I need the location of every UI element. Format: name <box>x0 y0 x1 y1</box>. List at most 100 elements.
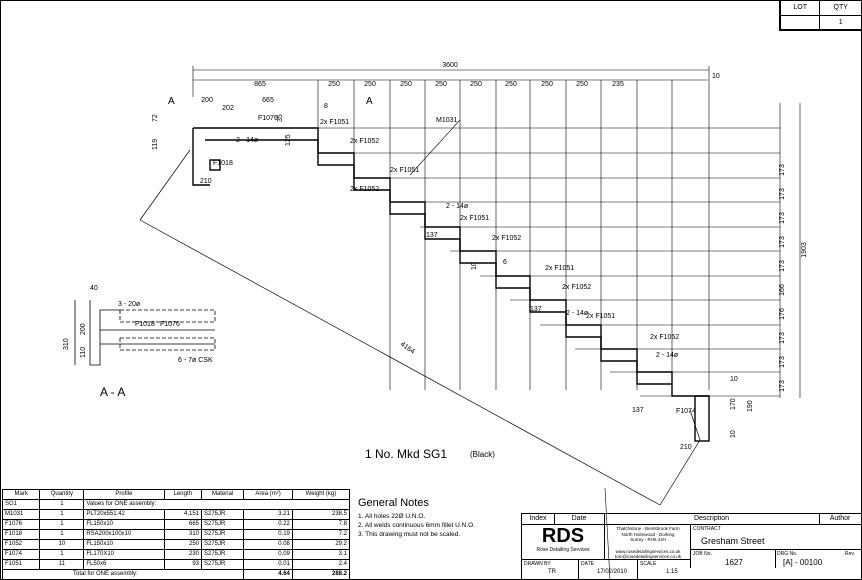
dim-right-3: 173 <box>779 236 786 248</box>
dim-8: 8 <box>324 103 328 110</box>
dim-top-9: 235 <box>612 81 624 88</box>
job-number: 1627 <box>725 558 743 567</box>
bom-cell-profile: FL170X10 <box>83 549 165 560</box>
bom-cell-length: 230 <box>163 549 203 560</box>
bom-cell-mark: F1052 <box>1 539 41 550</box>
table-row: F1052 10 FL150x10 250 S275JR 0.08 29.2 <box>1 539 351 550</box>
label-holes-3: 2 - 14ø <box>566 310 589 317</box>
date-label: DATE <box>581 561 594 567</box>
bom-cell-mark: F1074 <box>1 549 41 560</box>
dim-top-7: 250 <box>541 81 553 88</box>
company-email: tom@rosedetailingservices.co.uk <box>614 554 682 559</box>
label-72: 72 <box>152 114 159 122</box>
dim-right-0: 173 <box>779 164 786 176</box>
section-310: 310 <box>63 338 70 350</box>
contract-label: CONTRACT <box>693 526 721 532</box>
label-f1074: F1074 <box>676 408 696 415</box>
dim-top-3: 250 <box>400 81 412 88</box>
dim-665: 665 <box>262 97 274 104</box>
bom-cell-mark: F1051 <box>1 559 41 570</box>
note-2: 2. All welds continuous 6mm fillet U.N.O… <box>358 522 476 529</box>
dim-right-2: 173 <box>779 212 786 224</box>
bom-cell-area: 3.21 <box>243 509 293 520</box>
dim-rb-1: 170 <box>730 398 737 410</box>
drawing-title: 1 No. Mkd SG1 <box>365 447 447 461</box>
overall-height: 1903 <box>801 242 808 258</box>
bom-cell-length: 310 <box>163 529 203 540</box>
diagonal-dim <box>139 149 701 506</box>
dim-200: 200 <box>201 97 213 104</box>
scale-label: SCALE <box>640 561 657 567</box>
label-137-2: 137 <box>530 306 542 313</box>
bom-cell-material: S275JR <box>200 549 245 560</box>
bom-cell-length: 93 <box>163 559 203 570</box>
dim-right-5: 166 <box>779 284 786 296</box>
address-line-2: North Holmwood - Dorking <box>621 531 675 537</box>
label-m1031: M1031 <box>436 117 458 124</box>
label-f1052-1: 2x F1052 <box>350 138 379 145</box>
bom-cell-area: 0.08 <box>243 539 293 550</box>
bom-total-area: 4.64 <box>243 569 293 580</box>
section-f1076: F1076 <box>160 321 180 328</box>
lot-value <box>779 14 821 30</box>
label-holes-1: 2 - 14ø <box>236 137 259 144</box>
contract-name: Gresham Street <box>701 536 765 546</box>
bom-cell-weight: 238.5 <box>291 509 351 520</box>
bom-h-weight: Weight (kg) <box>291 489 351 500</box>
bom-assembly-text: Values for ONE assembly: <box>83 499 350 510</box>
bom-cell-profile: FL150x10 <box>83 539 165 550</box>
bom-cell-material: S275JR <box>200 509 245 520</box>
bom-h-length: Length <box>163 489 203 500</box>
bom-cell-material: S275JR <box>200 539 245 550</box>
drg-box: DRG No. [A] - 00100 <box>775 550 845 568</box>
dim-202: 202 <box>222 105 234 112</box>
dim-rb-3: 10 <box>730 430 737 438</box>
label-10: 10 <box>471 262 478 270</box>
bom-cell-qty: 1 <box>39 519 85 530</box>
dim-top-10: 10 <box>712 73 720 80</box>
dim-top-5: 250 <box>470 81 482 88</box>
section-view <box>74 300 216 366</box>
label-119: 119 <box>152 139 159 150</box>
date-value: 17/02/2010 <box>597 569 628 575</box>
dimension-texts: 3600 865 250 250 250 250 250 250 250 250… <box>152 62 808 451</box>
bom-h-qty: Quantity <box>39 489 85 500</box>
dim-right-8: 173 <box>779 356 786 368</box>
qty-label: QTY <box>819 0 862 16</box>
bom-cell-weight: 2.4 <box>291 559 351 570</box>
address-line-3: Surrey - RH5 4JH <box>630 537 666 542</box>
bom-total-row: Total for ONE assembly: 4.64 288.2 <box>1 569 351 580</box>
scale-value: 1:15 <box>666 569 678 575</box>
bom-cell-length: 250 <box>163 539 203 550</box>
bom-cell-length: 4,151 <box>163 509 203 520</box>
dim-top-6: 250 <box>505 81 517 88</box>
dim-right-4: 173 <box>779 260 786 272</box>
bom-cell-qty: 1 <box>39 549 85 560</box>
address-line-1: Thatchstone - Bentsbrook Farm <box>616 526 680 531</box>
company-sub: Rose Detailing Services <box>536 547 590 553</box>
bom-cell-qty: 11 <box>39 559 85 570</box>
table-row: F1074 1 FL170X10 230 S275JR 0.09 3.1 <box>1 549 351 560</box>
dim-top-8: 250 <box>576 81 588 88</box>
label-137-3: 137 <box>632 407 644 414</box>
bom-h-material: Material <box>200 489 245 500</box>
drawn-row: DRAWN BY TR DATE 17/02/2010 SCALE 1:15 <box>522 559 690 580</box>
dim-210-left: 210 <box>200 178 212 185</box>
grid-lines <box>192 66 801 398</box>
section-texts: 40 3 - 20ø F1018 F1076 6 - 7ø CSK 310 20… <box>63 285 213 364</box>
section-40: 40 <box>90 285 98 292</box>
dim-right-1: 173 <box>779 188 786 200</box>
label-f1051-3: 2x F1051 <box>460 215 489 222</box>
drawn-box: DRAWN BY TR <box>522 560 579 579</box>
bill-of-materials: Mark Quantity Profile Length Material Ar… <box>1 489 351 580</box>
label-f1051-4: 2x F1051 <box>545 265 574 272</box>
drg-number: [A] - 00100 <box>783 558 823 567</box>
bom-cell-material: S275JR <box>200 559 245 570</box>
general-notes: General Notes 1. All holes 22Ø U.N.O. 2.… <box>358 497 518 539</box>
label-6: 6 <box>503 259 507 266</box>
bom-cell-weight: 29.2 <box>291 539 351 550</box>
bom-h-profile: Profile <box>83 489 165 500</box>
label-f1051-1: 2x F1051 <box>320 119 349 126</box>
company-web: www.rosedetailingservices.co.uk <box>615 548 681 554</box>
